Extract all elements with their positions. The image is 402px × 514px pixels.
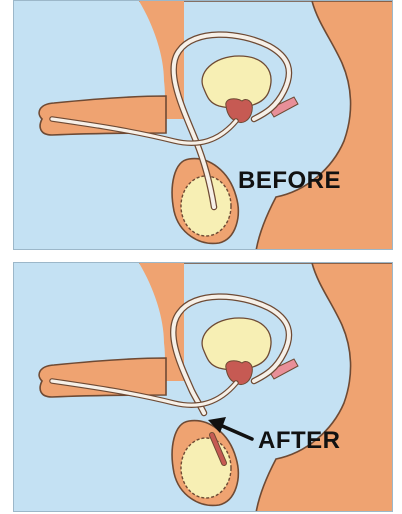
before-panel: BEFORE xyxy=(13,0,393,250)
before-label: BEFORE xyxy=(238,167,341,195)
after-panel: AFTER xyxy=(13,262,393,512)
prostate-red xyxy=(226,99,253,123)
prostate-red xyxy=(226,361,253,385)
before-illustration xyxy=(14,1,393,250)
testis xyxy=(181,176,231,236)
after-label: AFTER xyxy=(258,427,341,455)
after-illustration xyxy=(14,263,393,512)
panel-divider xyxy=(0,250,402,262)
testis xyxy=(181,438,231,498)
